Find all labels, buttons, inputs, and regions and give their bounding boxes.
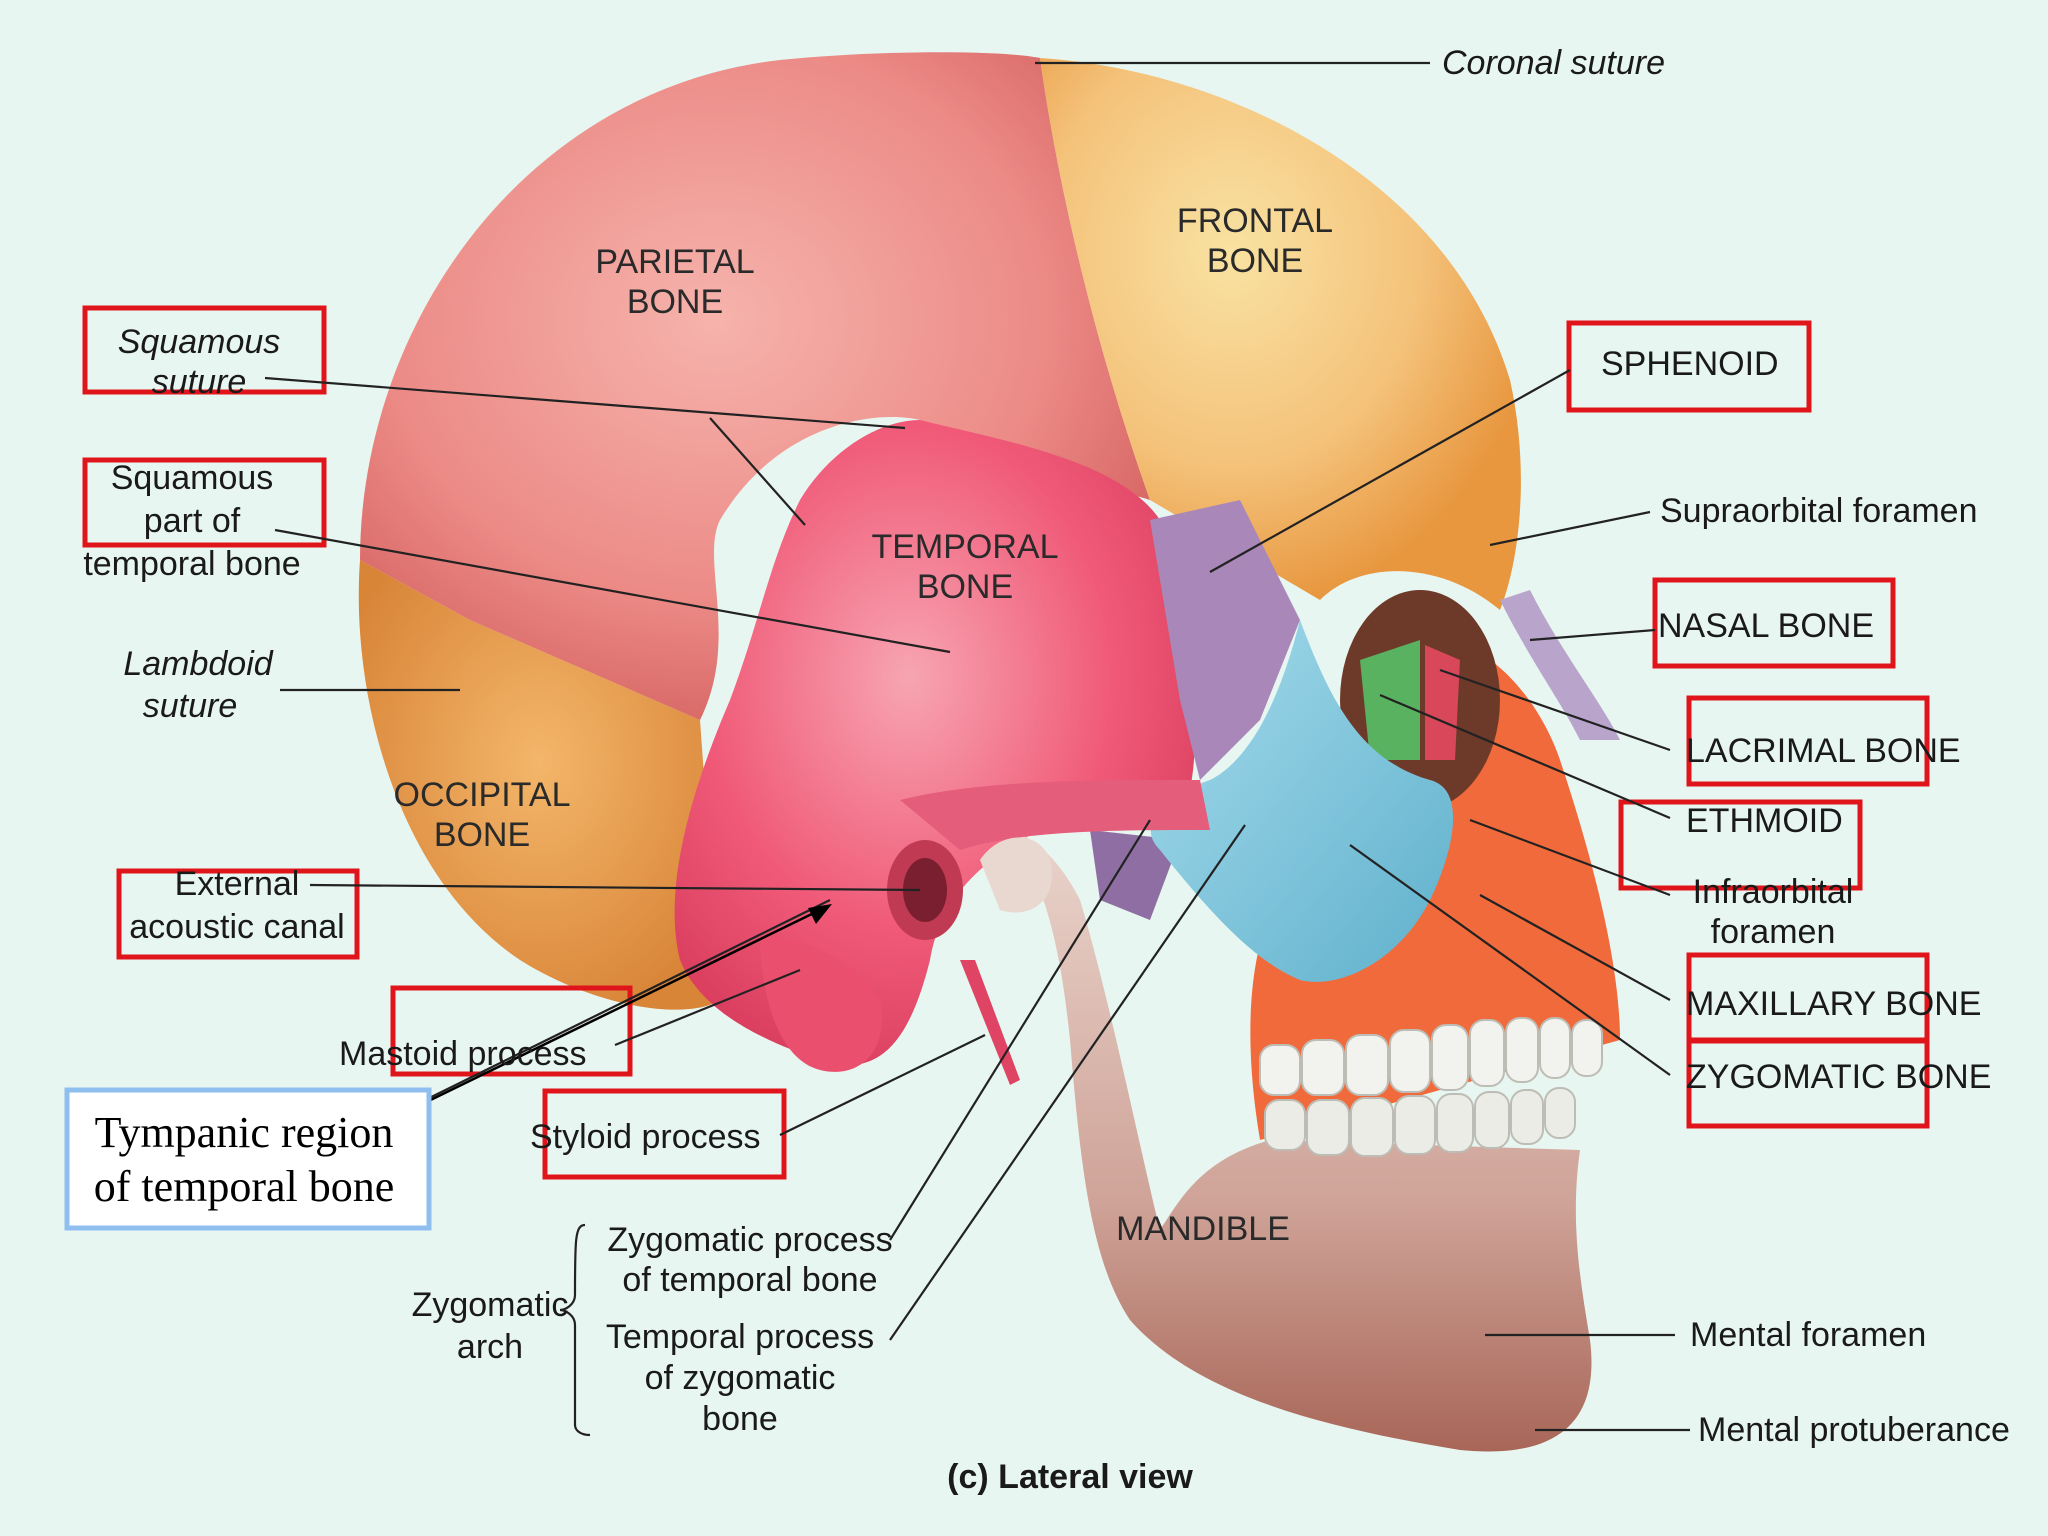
maxillary-bone-label: MAXILLARY BONE — [1686, 985, 1981, 1023]
highlight-box-nasal — [1652, 577, 1896, 669]
view-caption: (c) Lateral view — [947, 1458, 1193, 1496]
sphenoid-bone — [1150, 500, 1300, 780]
upper-teeth — [1259, 1017, 1603, 1096]
temporal-bone — [674, 420, 1196, 1066]
lacrimal-bone — [1425, 645, 1460, 760]
zygomatic-arch — [900, 780, 1210, 850]
mental-foramen-label: Mental foramen — [1690, 1316, 1926, 1354]
highlight-box-sphenoid — [1566, 320, 1812, 413]
mental-protuberance-label: Mental protuberance — [1698, 1411, 2010, 1449]
sphenoid-label: SPHENOID — [1601, 345, 1779, 383]
highlight-box-acoustic-canal — [116, 868, 360, 960]
mandible-condyle — [980, 837, 1052, 913]
highlight-box-squamous-part — [82, 457, 327, 548]
parietal-bone — [360, 52, 1150, 720]
nasal-bone-label: NASAL BONE — [1658, 607, 1874, 645]
tympanic-arrow-line — [409, 908, 821, 1112]
highlight-box-zygomatic — [1686, 1037, 1930, 1129]
occipital-bone — [358, 560, 720, 1010]
styloid-process-shape — [960, 960, 1020, 1085]
styloid-process-label: Styloid process — [530, 1118, 761, 1156]
highlight-box-lacrimal — [1686, 695, 1930, 787]
highlight-box-ethmoid — [1618, 799, 1863, 891]
zygomatic-bone-label: ZYGOMATIC BONE — [1686, 1058, 1991, 1096]
ethmoid-label: ETHMOID — [1686, 802, 1843, 840]
nasal-bone — [1500, 590, 1620, 740]
supraorbital-foramen-label: Supraorbital foramen — [1660, 492, 1978, 530]
frontal-bone — [1040, 58, 1521, 610]
highlight-box-squamous-suture — [82, 305, 327, 395]
lower-teeth — [1264, 1087, 1576, 1157]
lacrimal-bone-label: LACRIMAL BONE — [1686, 732, 1961, 770]
coronal-suture-label: Coronal suture — [1442, 44, 1665, 82]
highlight-box-mastoid — [390, 985, 633, 1077]
tympanic-arrow-head — [808, 904, 832, 924]
leader-lines — [264, 61, 1690, 1437]
tympanic-note-box — [64, 1087, 432, 1231]
mandible-label: MANDIBLE — [1116, 1210, 1290, 1248]
mastoid-process-shape — [760, 930, 882, 1072]
zygomatic-bone — [1150, 620, 1454, 982]
mandible — [1000, 830, 1592, 1452]
mastoid-process-label: Mastoid process — [339, 1035, 587, 1073]
sphenoid-lower — [1090, 830, 1180, 920]
